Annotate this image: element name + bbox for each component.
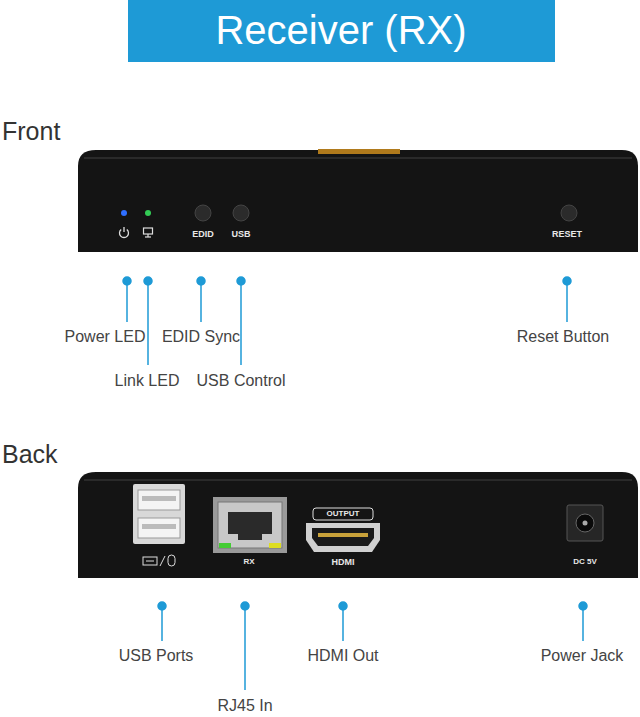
callout-label: Power Jack xyxy=(541,648,624,664)
callout-label: Link LED xyxy=(115,373,180,389)
back-housing xyxy=(78,472,638,578)
leader-lines xyxy=(158,602,587,690)
callout-label: HDMI Out xyxy=(307,648,378,664)
panel-marking: RESET xyxy=(552,230,582,239)
panel-marking: OUTPUT xyxy=(327,510,360,518)
title-text: Receiver (RX) xyxy=(215,10,466,50)
panel-marking: USB xyxy=(231,230,250,239)
callout-label: Power LED xyxy=(65,329,146,345)
panel-marking: DC 5V xyxy=(573,558,597,566)
callout-label: EDID Sync xyxy=(162,329,240,345)
panel-marking: HDMI xyxy=(332,558,355,567)
panel-marking: RX xyxy=(243,558,254,566)
front-housing xyxy=(78,149,638,252)
section-heading: Back xyxy=(2,442,58,467)
leader-lines xyxy=(123,277,571,365)
section-heading: Front xyxy=(2,119,60,144)
panel-marking: EDID xyxy=(192,230,214,239)
callout-label: USB Ports xyxy=(119,648,194,664)
callout-label: Reset Button xyxy=(517,329,610,345)
callout-label: RJ45 In xyxy=(217,698,272,714)
callout-label: USB Control xyxy=(197,373,286,389)
